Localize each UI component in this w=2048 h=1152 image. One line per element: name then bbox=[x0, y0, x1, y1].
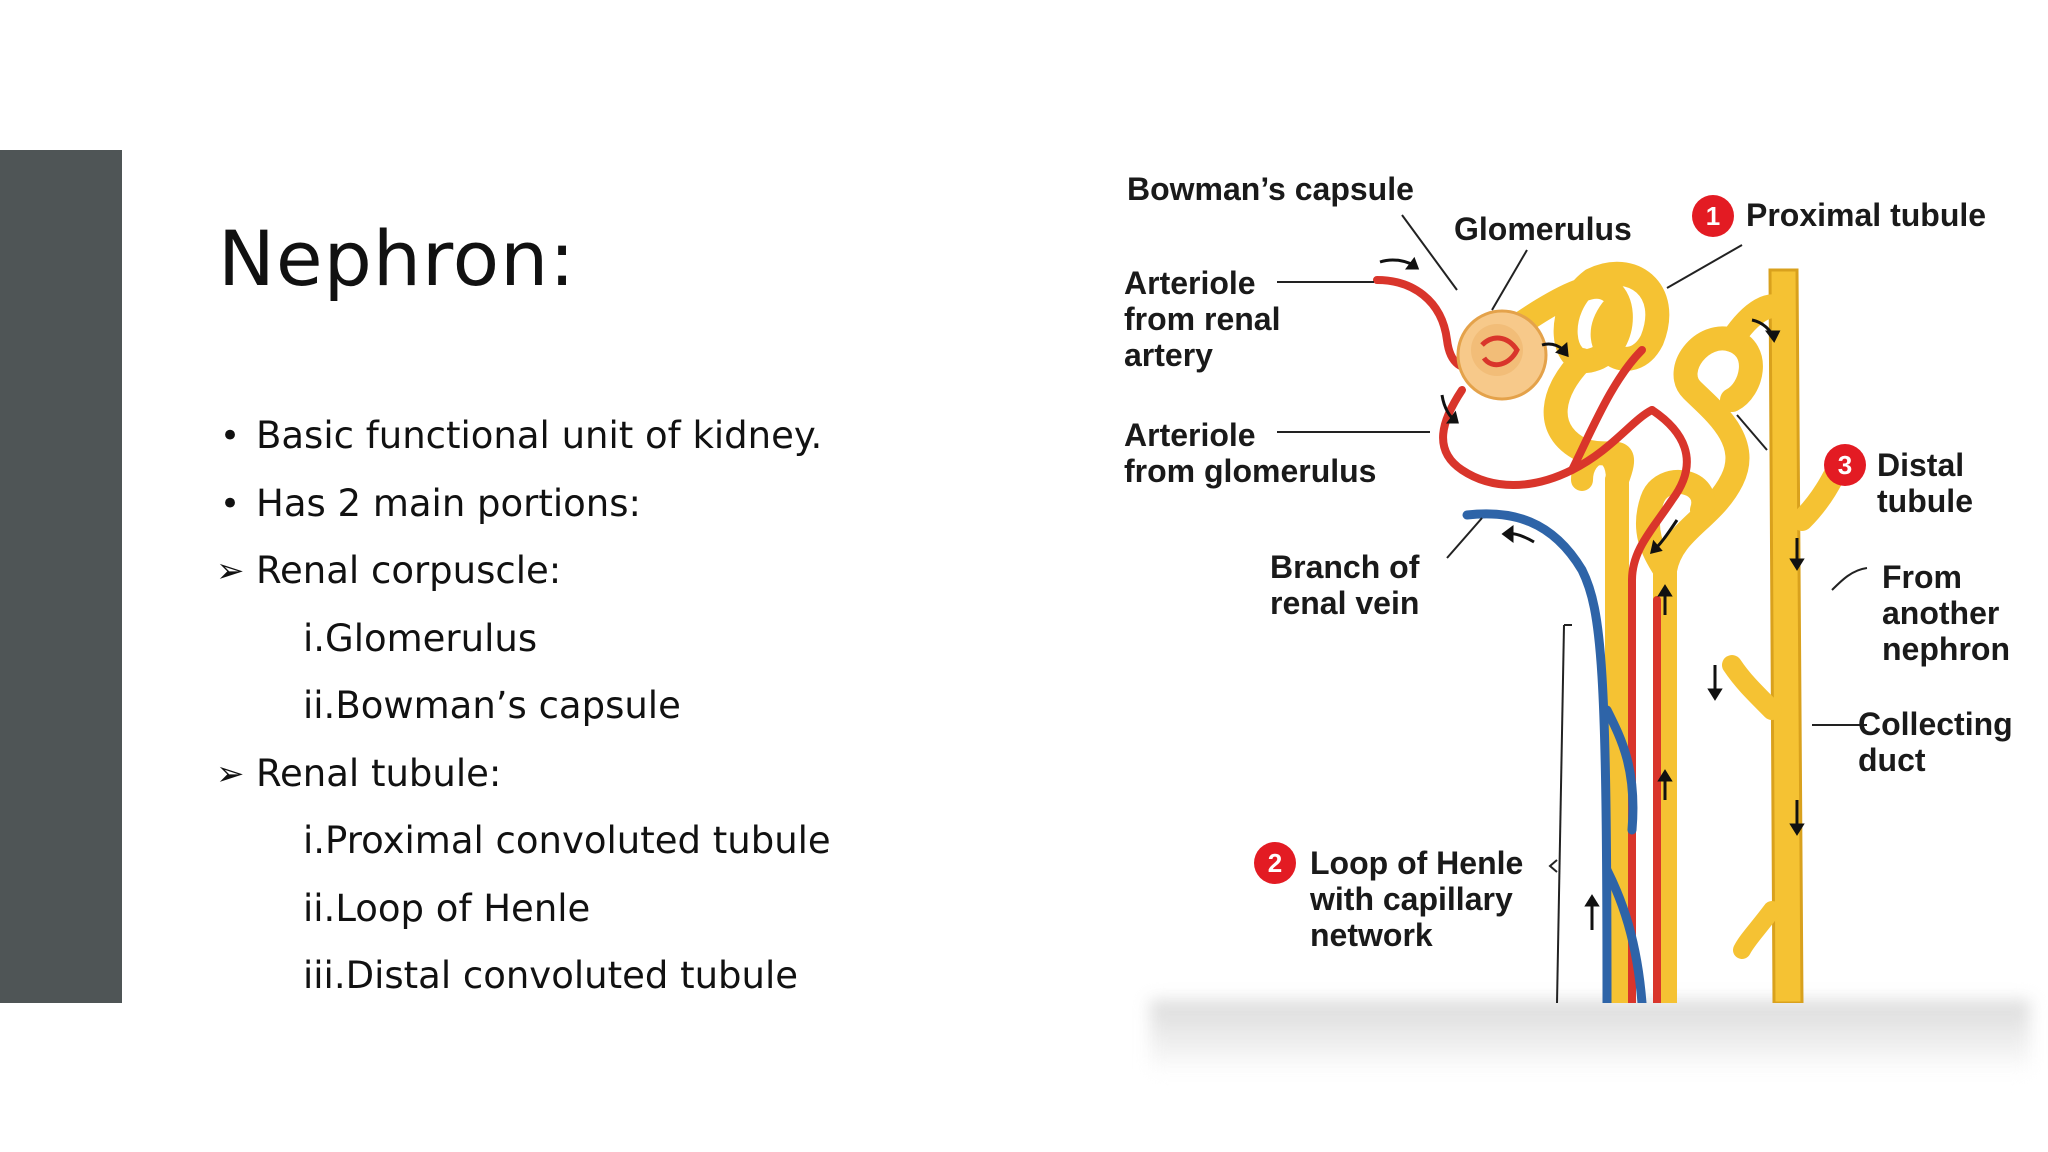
label-from-3: nephron bbox=[1882, 631, 2010, 667]
label-loop-3: network bbox=[1310, 917, 1433, 953]
label-arteriole-renal-2: from renal bbox=[1124, 301, 1280, 337]
bullet-item: i.Proximal convoluted tubule bbox=[216, 807, 831, 875]
bullet-dot-icon bbox=[216, 401, 256, 471]
bullet-text: Has 2 main portions: bbox=[256, 481, 641, 525]
slide-title: Nephron: bbox=[218, 214, 576, 303]
bullet-item: ii.Bowman’s capsule bbox=[216, 672, 831, 740]
bullet-item: iii.Distal convoluted tubule bbox=[216, 942, 831, 1010]
bullet-item: Renal corpuscle: bbox=[216, 537, 831, 605]
bullet-text: i.Proximal convoluted tubule bbox=[303, 819, 831, 862]
svg-text:1: 1 bbox=[1706, 201, 1720, 231]
label-glomerulus: Glomerulus bbox=[1454, 211, 1632, 247]
bullet-list: Basic functional unit of kidney. Has 2 ma… bbox=[216, 402, 831, 1010]
bullet-text: iii.Distal convoluted tubule bbox=[303, 954, 799, 997]
label-arteriole-renal-3: artery bbox=[1124, 337, 1213, 373]
svg-text:3: 3 bbox=[1838, 450, 1852, 480]
label-branch-1: Branch of bbox=[1270, 549, 1420, 585]
venous-network bbox=[1462, 509, 1647, 1003]
flow-arrows bbox=[1379, 256, 1805, 930]
label-loop-1: Loop of Henle bbox=[1310, 845, 1523, 881]
bullet-item: ii.Loop of Henle bbox=[216, 875, 831, 943]
bullet-item: i.Glomerulus bbox=[216, 605, 831, 673]
label-loop-2: with capillary bbox=[1309, 881, 1513, 917]
bullet-item: Basic functional unit of kidney. bbox=[216, 402, 831, 470]
marker-2: 2 bbox=[1254, 842, 1296, 884]
label-arteriole-glom-2: from glomerulus bbox=[1124, 453, 1376, 489]
bullet-arrow-icon bbox=[216, 739, 256, 809]
bullet-arrow-icon bbox=[216, 536, 256, 606]
label-proximal-tubule: Proximal tubule bbox=[1746, 197, 1986, 233]
label-distal-2: tubule bbox=[1877, 483, 1973, 519]
marker-1: 1 bbox=[1692, 195, 1734, 237]
side-bar bbox=[0, 150, 122, 1003]
bullet-item: Renal tubule: bbox=[216, 740, 831, 808]
glomerulus-capsule bbox=[1456, 309, 1548, 401]
marker-3: 3 bbox=[1824, 444, 1866, 486]
leader-lines bbox=[1277, 214, 1868, 1003]
label-arteriole-renal-1: Arteriole bbox=[1124, 265, 1256, 301]
bullet-text: Renal corpuscle: bbox=[256, 549, 562, 592]
figure-shadow bbox=[1150, 1000, 2030, 1075]
bullet-text: i.Glomerulus bbox=[303, 616, 538, 660]
bullet-text: Basic functional unit of kidney. bbox=[256, 414, 823, 457]
svg-text:2: 2 bbox=[1268, 848, 1282, 878]
nephron-diagram: 1 2 3 Bowman’s capsule Glomerulus Proxim… bbox=[1124, 171, 2013, 1003]
bullet-dot-icon bbox=[216, 469, 256, 539]
label-branch-2: renal vein bbox=[1270, 585, 1419, 621]
label-collecting-1: Collecting bbox=[1858, 706, 2013, 742]
label-from-1: From bbox=[1882, 559, 1962, 595]
label-arteriole-glom-1: Arteriole bbox=[1124, 417, 1256, 453]
label-collecting-2: duct bbox=[1858, 742, 1926, 778]
label-bowmans-capsule: Bowman’s capsule bbox=[1127, 171, 1414, 207]
bullet-item: Has 2 main portions: bbox=[216, 470, 831, 538]
bullet-text: ii.Loop of Henle bbox=[303, 886, 591, 930]
bullet-text: ii.Bowman’s capsule bbox=[303, 684, 681, 727]
bullet-text: Renal tubule: bbox=[256, 751, 502, 795]
label-from-2: another bbox=[1882, 595, 1999, 631]
label-distal-1: Distal bbox=[1877, 447, 1964, 483]
